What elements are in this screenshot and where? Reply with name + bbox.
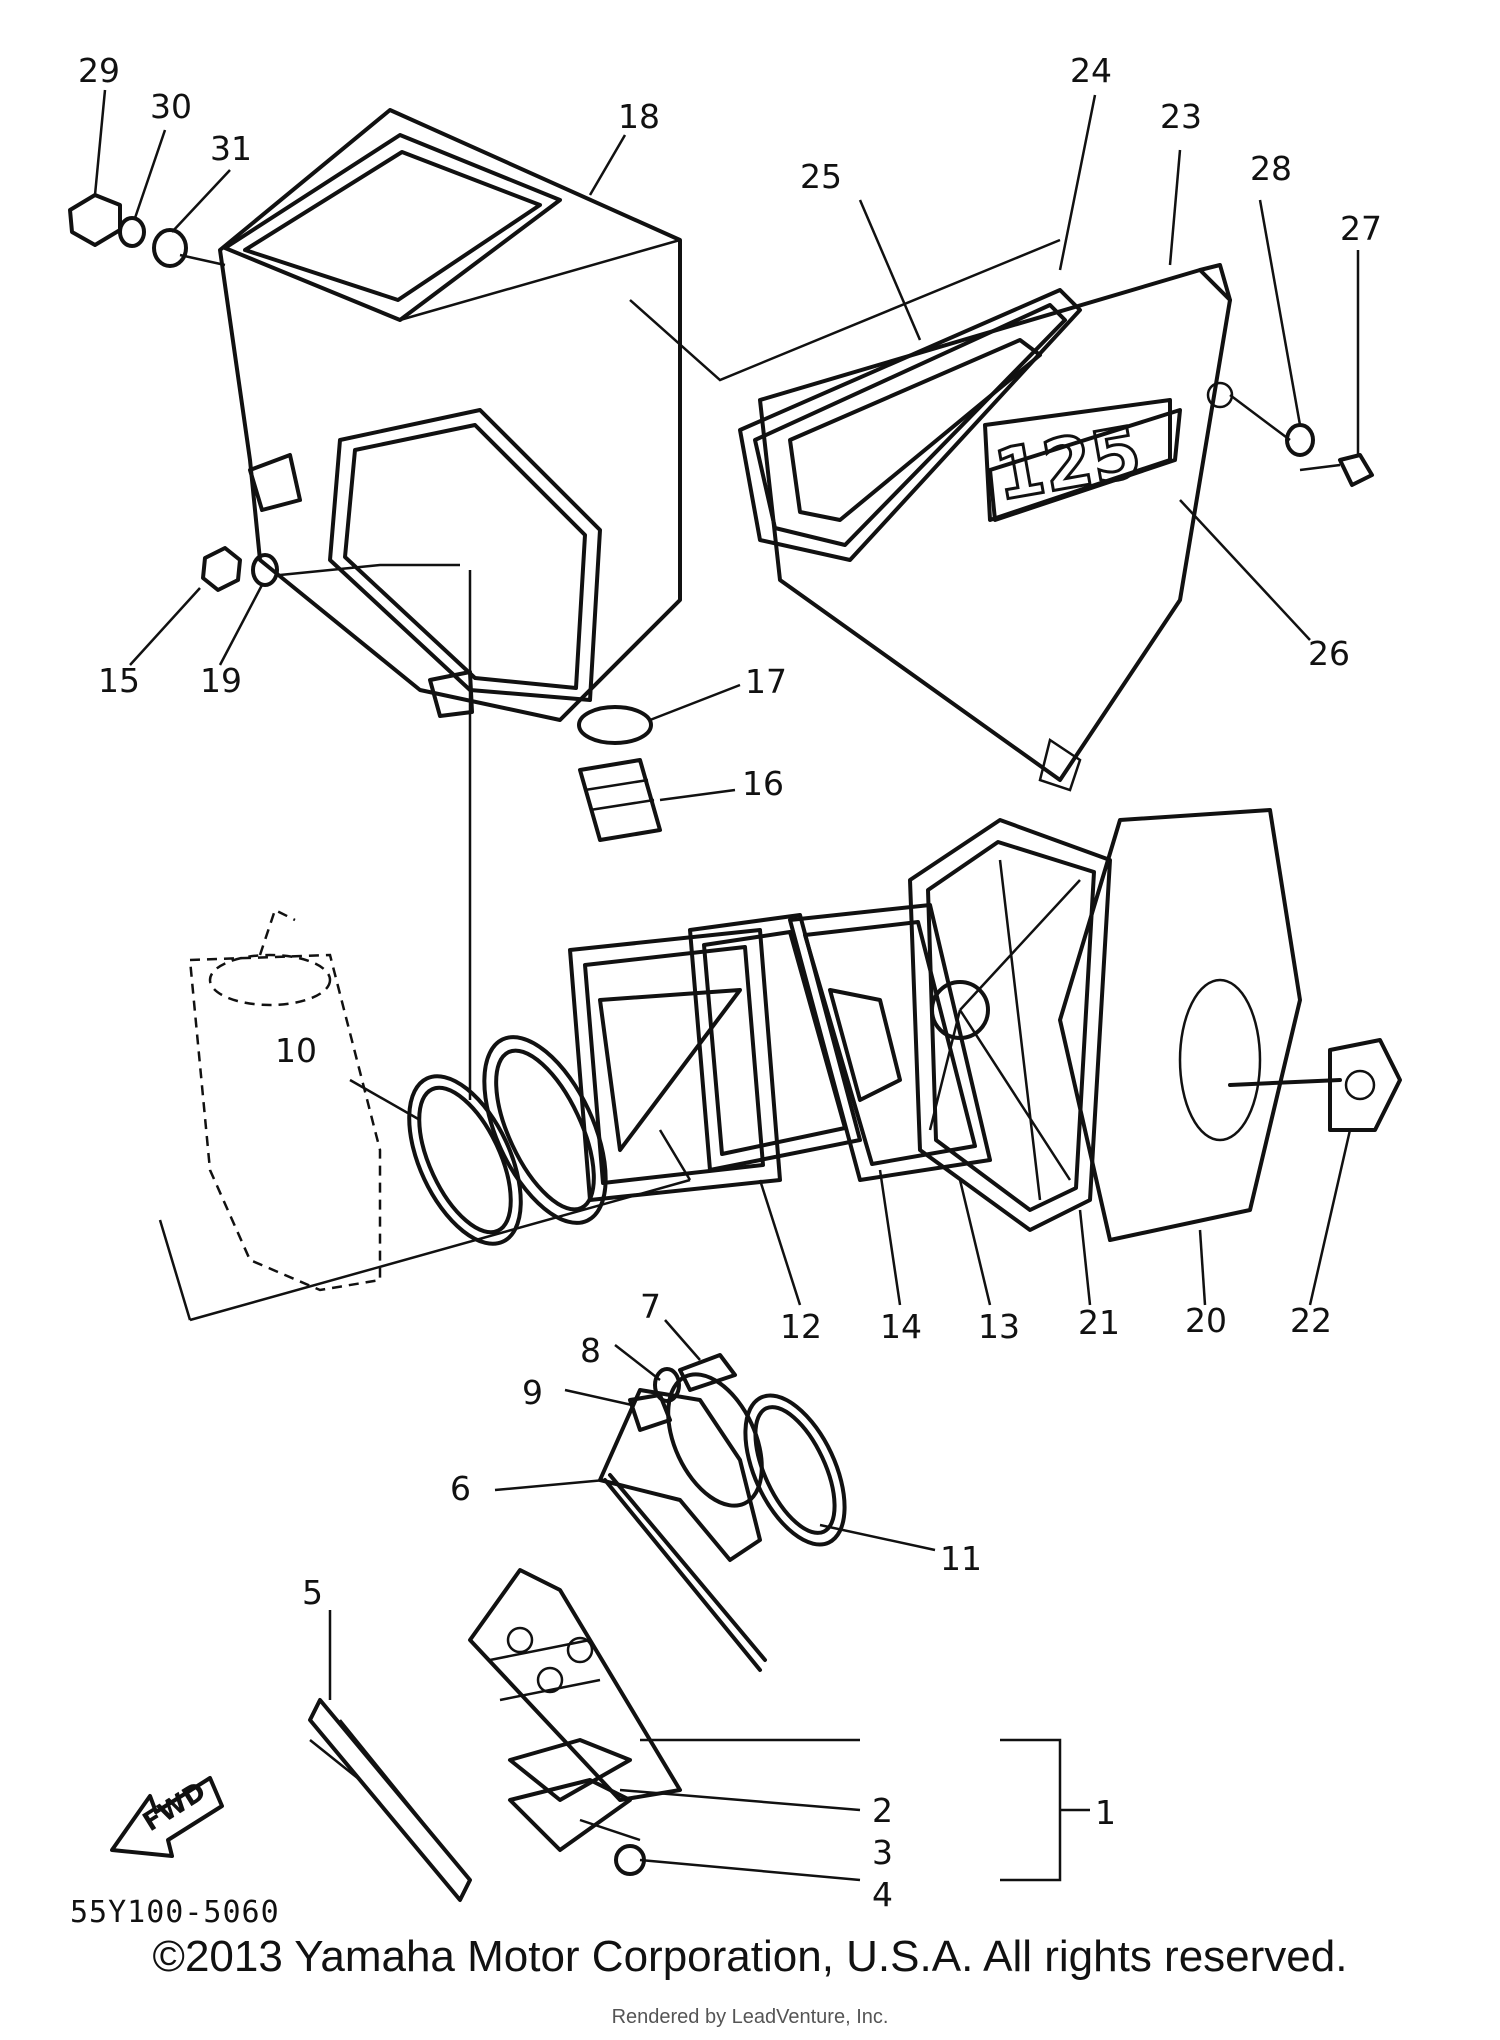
forward-arrow-label: FWD — [138, 1776, 212, 1837]
clamp-9 — [628, 1393, 672, 1432]
side-cover — [758, 263, 1234, 792]
callout-15: 15 — [98, 661, 140, 700]
washer-19 — [251, 553, 279, 587]
callout-3: 3 — [872, 1833, 893, 1872]
render-credit: Rendered by LeadVenture, Inc. — [611, 2006, 889, 2028]
band-17 — [577, 705, 653, 745]
collar-31 — [152, 228, 188, 268]
washer-8 — [653, 1367, 681, 1403]
callout-8: 8 — [580, 1331, 601, 1370]
nut-15 — [201, 546, 242, 592]
washer-30 — [118, 216, 146, 248]
callout-24: 24 — [1070, 51, 1112, 90]
forward-arrow-icon: FWD — [110, 1776, 224, 1858]
callout-21: 21 — [1078, 1303, 1120, 1342]
callout-2: 2 — [872, 1791, 893, 1830]
callout-14: 14 — [880, 1307, 922, 1346]
callout-16: 16 — [742, 764, 784, 803]
air-filter-element — [1058, 808, 1302, 1242]
filter-bolt-assembly — [1228, 1038, 1402, 1132]
callout-22: 22 — [1290, 1301, 1332, 1340]
air-box-case — [218, 108, 682, 722]
washer-28 — [1285, 423, 1315, 457]
air-filter-joint — [568, 928, 782, 1202]
side-cover-emblem: 125 — [983, 398, 1172, 522]
callout-7: 7 — [640, 1287, 661, 1326]
reed-stopper — [508, 1738, 632, 1802]
nut-29 — [68, 193, 122, 247]
cover-seal — [738, 288, 1082, 562]
reed-screw — [614, 1844, 646, 1876]
callout-27: 27 — [1340, 209, 1382, 248]
filter-guide-frame — [908, 818, 1112, 1232]
copyright-notice: ©2013 Yamaha Motor Corporation, U.S.A. A… — [152, 1932, 1348, 1981]
filter-seal-plate — [788, 903, 992, 1182]
callout-12: 12 — [780, 1307, 822, 1346]
callout-26: 26 — [1308, 634, 1350, 673]
reed-plate — [508, 1778, 632, 1852]
screw-27 — [1299, 453, 1374, 487]
callout-11: 11 — [940, 1539, 982, 1578]
hose-clamp-upper — [407, 1074, 523, 1246]
carburetor-joint — [482, 1035, 608, 1225]
hose-clamp-lower — [743, 1393, 847, 1547]
callout-17: 17 — [745, 662, 787, 701]
callout-30: 30 — [150, 87, 192, 126]
reed-gasket — [308, 1698, 472, 1902]
callout-28: 28 — [1250, 149, 1292, 188]
drawing-code: 55Y100-5060 — [70, 1895, 280, 1930]
bolt-7 — [678, 1353, 737, 1392]
callout-6: 6 — [450, 1469, 471, 1508]
callout-18: 18 — [618, 97, 660, 136]
callout-13: 13 — [978, 1307, 1020, 1346]
callout-29: 29 — [78, 51, 120, 90]
drain-joint-16 — [578, 758, 662, 842]
callout-23: 23 — [1160, 97, 1202, 136]
reed-valve-assembly — [468, 1568, 682, 1802]
callout-25: 25 — [800, 157, 842, 196]
carburetor-outline — [158, 908, 692, 1322]
callout-10: 10 — [275, 1031, 317, 1070]
callout-5: 5 — [302, 1573, 323, 1612]
callout-19: 19 — [200, 661, 242, 700]
callout-9: 9 — [522, 1373, 543, 1412]
callout-20: 20 — [1185, 1301, 1227, 1340]
svg-text:125: 125 — [989, 411, 1147, 517]
callout-1: 1 — [1095, 1793, 1116, 1832]
callout-4: 4 — [872, 1875, 893, 1914]
callout-31: 31 — [210, 129, 252, 168]
